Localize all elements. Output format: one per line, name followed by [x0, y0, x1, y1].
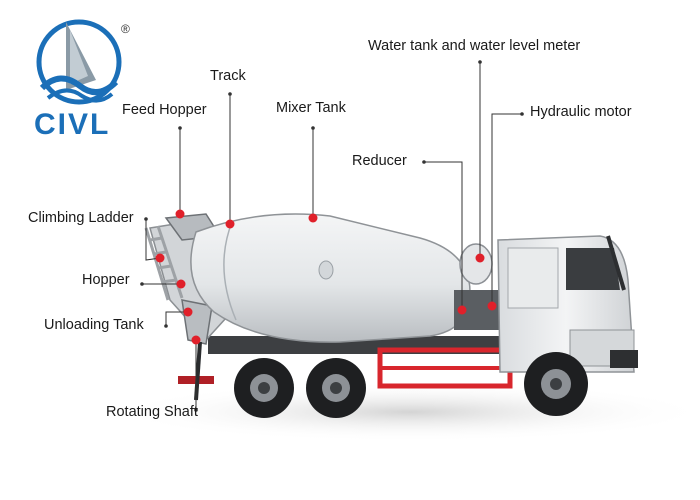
rotating-shaft-shape — [194, 341, 202, 401]
leader-start-rotating-shaft — [194, 408, 198, 412]
brand-wordmark: CIVL — [34, 108, 111, 141]
leader-start-unloading-tank — [164, 324, 168, 328]
leader-start-hopper — [140, 282, 144, 286]
truck-cab — [497, 235, 638, 373]
rear-wheel-1 — [234, 358, 294, 418]
leader-line-hydraulic-motor — [491, 113, 522, 306]
marker-reducer — [457, 305, 467, 315]
label-rotating-shaft: Rotating Shaft — [106, 404, 198, 420]
leader-start-mixer-tank — [311, 126, 315, 130]
label-hopper: Hopper — [82, 272, 130, 288]
marker-unloading-tank — [183, 307, 193, 317]
label-track: Track — [210, 68, 246, 84]
label-hydraulic-motor: Hydraulic motor — [530, 104, 632, 120]
marker-hopper — [176, 279, 186, 289]
marker-feed-hopper — [175, 209, 185, 219]
label-climbing-ladder: Climbing Ladder — [28, 210, 134, 226]
label-mixer-tank: Mixer Tank — [276, 100, 346, 116]
leader-start-feed-hopper — [178, 126, 182, 130]
leader-lines — [140, 60, 524, 412]
leader-line-climbing-ladder — [145, 219, 161, 261]
marker-hydraulic-motor — [487, 301, 497, 311]
leader-start-hydraulic-motor — [520, 112, 524, 116]
drum-seam — [223, 221, 237, 321]
rear-wheel-2 — [306, 358, 366, 418]
water-tank-shape — [459, 243, 493, 285]
marker-rotating-shaft — [191, 335, 201, 345]
drum-hatch — [318, 260, 334, 280]
callout-markers — [155, 209, 497, 345]
front-wheel — [524, 352, 588, 416]
marker-water-tank — [475, 253, 485, 263]
label-water-tank: Water tank and water level meter — [368, 38, 581, 54]
marker-track — [225, 219, 235, 229]
leader-start-climbing-ladder — [144, 217, 148, 221]
civl-logo-icon — [36, 19, 122, 105]
mixer-drum — [190, 213, 471, 343]
leader-line-reducer — [424, 161, 463, 310]
registered-mark: ® — [121, 22, 130, 36]
label-feed-hopper: Feed Hopper — [122, 102, 207, 118]
label-reducer: Reducer — [352, 153, 407, 169]
leader-start-water-tank — [478, 60, 482, 64]
leader-start-reducer — [422, 160, 426, 164]
label-unloading-tank: Unloading Tank — [44, 317, 144, 333]
marker-mixer-tank — [308, 213, 318, 223]
leader-start-track — [228, 92, 232, 96]
marker-climbing-ladder — [155, 253, 165, 263]
leader-line-unloading-tank — [165, 311, 188, 326]
